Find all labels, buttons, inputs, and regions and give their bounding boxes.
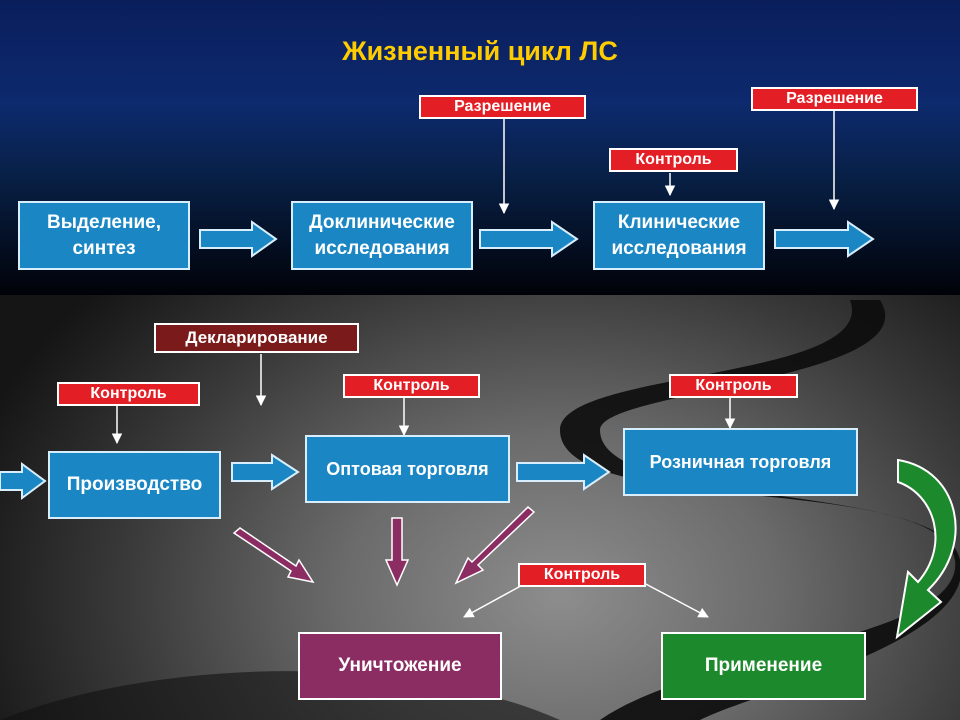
wholesale-box: Оптовая торговля — [305, 435, 510, 503]
production-box: Производство — [48, 451, 221, 519]
arrow-retail-to-destruction — [454, 505, 536, 585]
synthesis-box: Выделение, синтез — [18, 201, 190, 270]
control-tag-wholesale: Контроль — [343, 374, 480, 398]
clinical-label: Клинические исследования — [611, 211, 747, 259]
clinical-box: Клинические исследования — [593, 201, 765, 270]
arrow-clinical-to-next — [774, 220, 875, 258]
production-label: Производство — [66, 474, 203, 496]
retail-label: Розничная торговля — [649, 451, 832, 472]
arrow-synthesis-to-preclinical — [199, 220, 278, 258]
arrow-cycle-return — [895, 458, 957, 640]
control-tag-clinical: Контроль — [609, 148, 738, 172]
preclinical-box: Доклинические исследования — [291, 201, 473, 270]
arrow-preclinical-to-clinical — [479, 220, 579, 258]
wholesale-label: Оптовая торговля — [326, 458, 489, 479]
arrow-control-to-application — [641, 581, 709, 618]
arrow-control-to-destruction — [463, 581, 529, 618]
control-tag-retail: Контроль — [669, 374, 798, 398]
arrow-production-to-destruction — [232, 527, 315, 584]
retail-box: Розничная торговля — [623, 428, 858, 496]
preclinical-label: Доклинические исследования — [309, 211, 455, 259]
slide-title: Жизненный цикл ЛС — [342, 36, 618, 66]
control-tag-production: Контроль — [57, 382, 200, 406]
destruction-box: Уничтожение — [298, 632, 502, 700]
arrow-wholesale-to-destruction — [384, 517, 410, 587]
permission-tag-1: Разрешение — [419, 95, 586, 119]
synthesis-label: Выделение, синтез — [47, 211, 161, 259]
arrow-wholesale-to-retail — [516, 453, 611, 491]
destruction-label: Уничтожение — [338, 655, 462, 677]
application-label: Применение — [704, 655, 823, 677]
arrow-production-to-wholesale — [231, 453, 300, 491]
control-tag-final: Контроль — [518, 563, 646, 587]
arrow-into-production — [0, 462, 47, 500]
declaration-tag: Декларирование — [154, 323, 359, 353]
permission-tag-2: Разрешение — [751, 87, 918, 111]
application-box: Применение — [661, 632, 866, 700]
